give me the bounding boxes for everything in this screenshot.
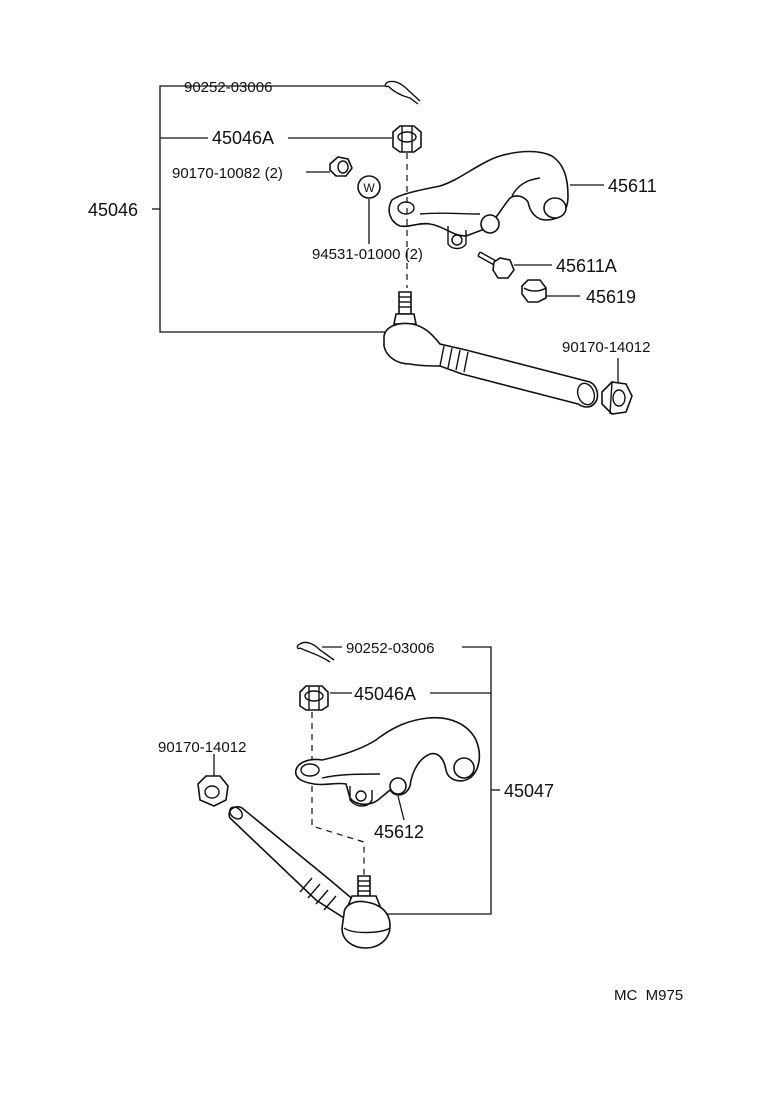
upper-lock-nut [601,381,633,415]
washer-mark: W [363,181,375,195]
upper-lock-nut-label: 90170-14012 [562,339,650,356]
lower-castle-nut-label: 45046A [354,684,416,704]
lower-assembly: 90252-03006 45046A 90170-14012 45047 456… [158,640,554,949]
lower-axis-line-bottom [311,786,365,876]
upper-assembly-bracket [159,85,390,333]
upper-arm-45611 [388,150,569,250]
lower-arm-label: 45612 [374,822,424,842]
lower-arm-leader [397,795,405,821]
lower-arm-45612 [294,716,481,807]
upper-cap-label: 45619 [586,287,636,307]
upper-castle-nut-label: 45046A [212,128,274,148]
upper-tie-rod-end [383,291,599,408]
lower-castle-nut [299,685,329,711]
upper-arm-label: 45611 [608,176,657,196]
upper-small-nut [329,156,353,177]
upper-washer-label: 94531-01000 (2) [312,246,423,263]
upper-washer: W [357,175,381,199]
upper-assembly-label: 45046 [88,200,138,220]
diagram-code: MC M975 [614,987,683,1004]
lower-lock-nut-label: 90170-14012 [158,739,246,756]
lower-assembly-label: 45047 [504,781,554,801]
upper-cotter-pin-label: 90252-03006 [184,79,272,96]
upper-castle-nut [392,125,422,153]
lower-assembly-bracket [370,646,492,915]
upper-small-nut-label: 90170-10082 (2) [172,165,283,182]
upper-assembly: W [88,79,657,415]
lower-tie-rod-end [228,805,391,949]
upper-bolt-label: 45611A [556,256,617,276]
lower-lock-nut [197,775,229,807]
upper-cotter-pin [384,80,421,105]
upper-cap [521,279,547,303]
lower-cotter-pin [296,641,335,663]
upper-bolt [477,251,515,279]
lower-cotter-pin-label: 90252-03006 [346,640,434,657]
